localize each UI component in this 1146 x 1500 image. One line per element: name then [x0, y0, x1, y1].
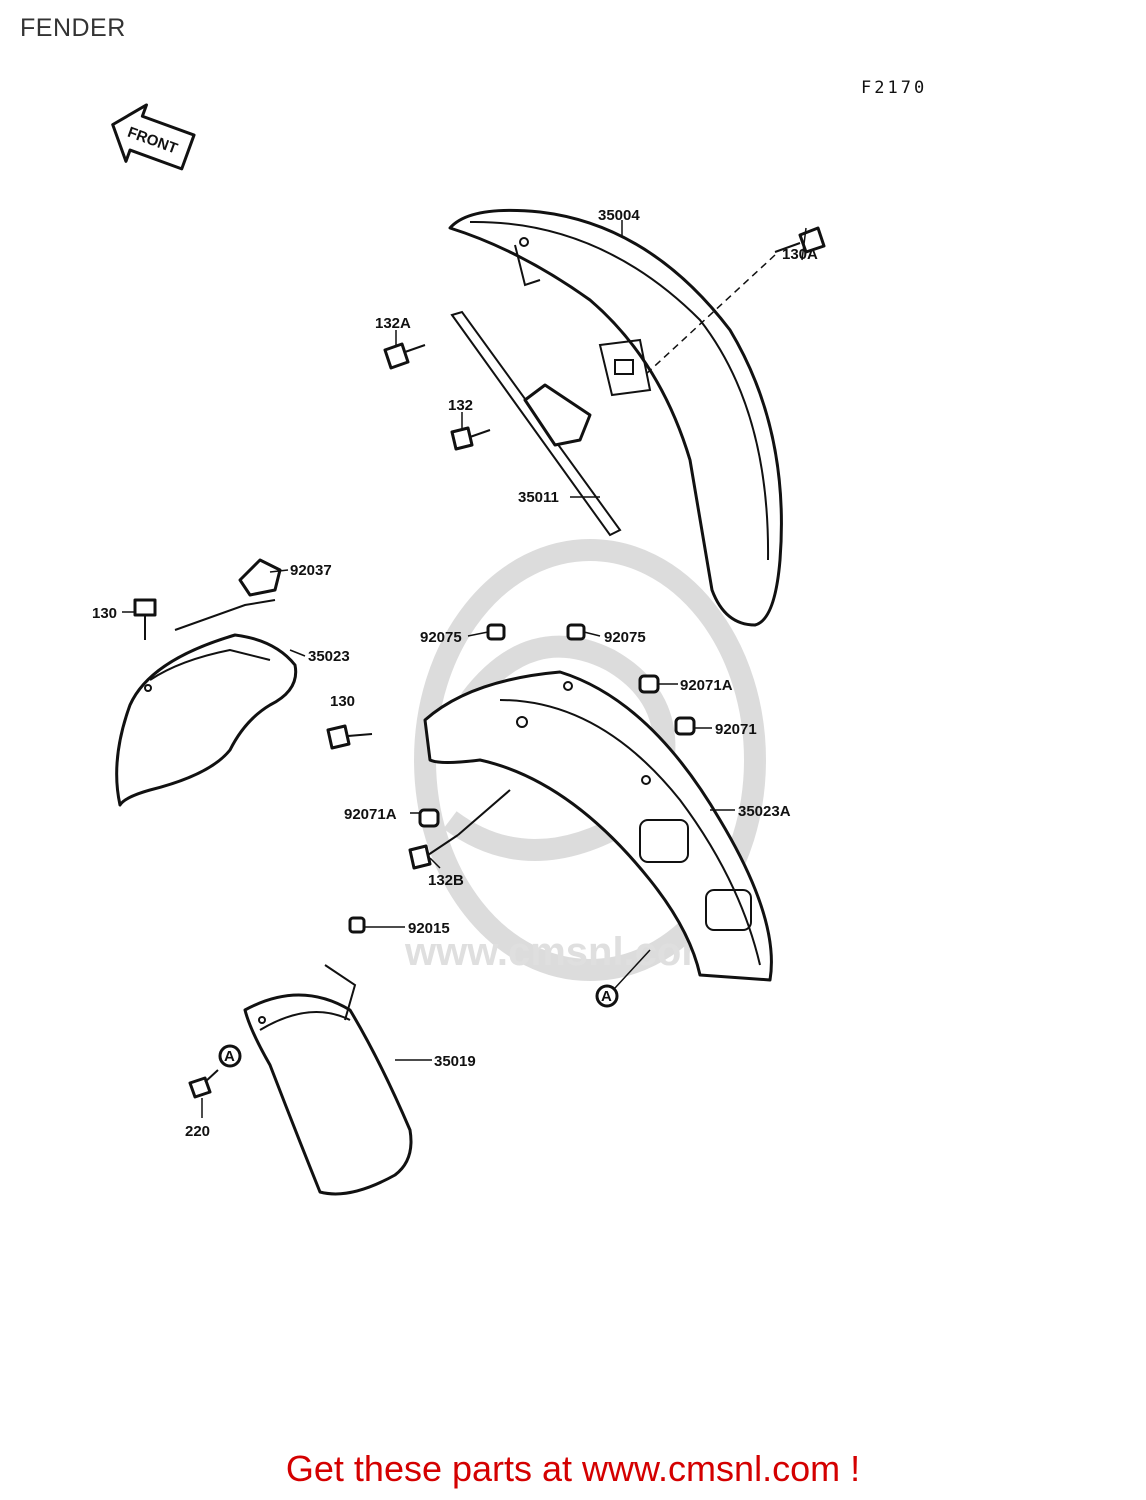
label-92075-left: 92075 [420, 629, 462, 646]
bolt-130-upper [133, 598, 157, 640]
label-35023a: 35023A [738, 803, 791, 820]
page-title: FENDER [20, 14, 126, 42]
label-130a: 130A [782, 246, 818, 263]
label-92071a-upper: 92071A [680, 677, 733, 694]
label-35023: 35023 [308, 648, 350, 665]
grommet-92075-left [486, 623, 506, 641]
watermark-text: www.cmsnl.com [404, 930, 717, 974]
label-92071: 92071 [715, 721, 757, 738]
screw-220 [188, 1069, 219, 1099]
label-132b: 132B [428, 872, 464, 889]
label-35011: 35011 [518, 489, 559, 506]
label-130-lower: 130 [330, 693, 355, 710]
bolt-130-lower [326, 724, 373, 750]
grommet-92071a-lower [418, 808, 440, 828]
label-92015: 92015 [408, 920, 450, 937]
part-labels: 35004 130A 132A 132 35011 92037 130 3502… [92, 207, 818, 1140]
label-132: 132 [448, 397, 473, 414]
grommet-92075-right [566, 623, 586, 641]
mud-flap [243, 964, 413, 1196]
label-132a: 132A [375, 315, 411, 332]
front-fender-lower [423, 670, 773, 982]
label-130-upper: 130 [92, 605, 117, 622]
label-92071a-lower: 92071A [344, 806, 397, 823]
ref-mark-a-2: A [595, 949, 651, 1008]
grommet-92015 [348, 916, 366, 934]
bolt-132 [450, 426, 491, 451]
bolt-132a [383, 342, 426, 370]
ref-mark-a-1: A [218, 1044, 242, 1068]
figure-code: F2170 [861, 78, 928, 98]
leader-lines [122, 220, 807, 1118]
label-35004: 35004 [598, 207, 640, 224]
label-35019: 35019 [434, 1053, 476, 1070]
label-92037: 92037 [290, 562, 332, 579]
grommet-92071 [674, 716, 696, 736]
clip-92037 [238, 558, 282, 597]
footer-cta-link[interactable]: Get these parts at www.cmsnl.com ! [285, 1448, 861, 1489]
front-arrow: FRONT [111, 103, 196, 171]
label-220: 220 [185, 1123, 210, 1140]
bolt-132b [408, 789, 511, 870]
front-fender-upper [448, 208, 783, 627]
watermark-logo: www.cmsnl.com [404, 539, 766, 981]
svg-text:A: A [601, 988, 612, 1005]
label-92075-right: 92075 [604, 629, 646, 646]
fender-stay [450, 310, 622, 537]
grommet-92071a-upper [638, 674, 660, 694]
svg-text:A: A [224, 1048, 235, 1065]
fender-cover [115, 599, 298, 807]
